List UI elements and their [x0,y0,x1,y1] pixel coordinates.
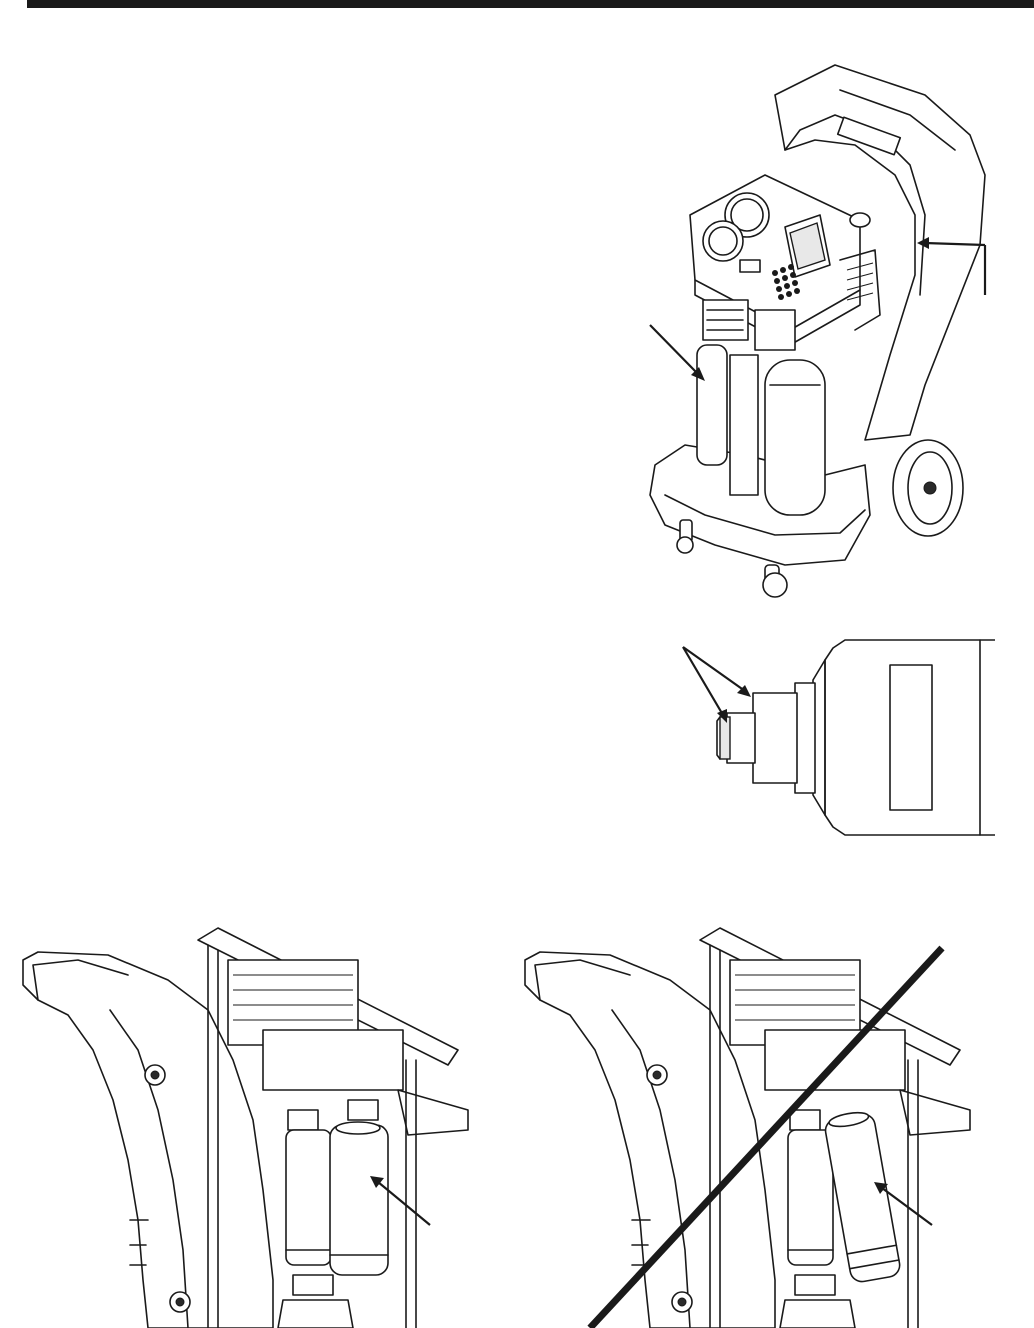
machine-overview-figure [625,55,1025,600]
filter-cartridge-figure [675,635,995,845]
header-rule [27,0,1034,8]
filter-incorrect-figure [520,920,1005,1328]
filter-correct-figure [18,920,503,1328]
